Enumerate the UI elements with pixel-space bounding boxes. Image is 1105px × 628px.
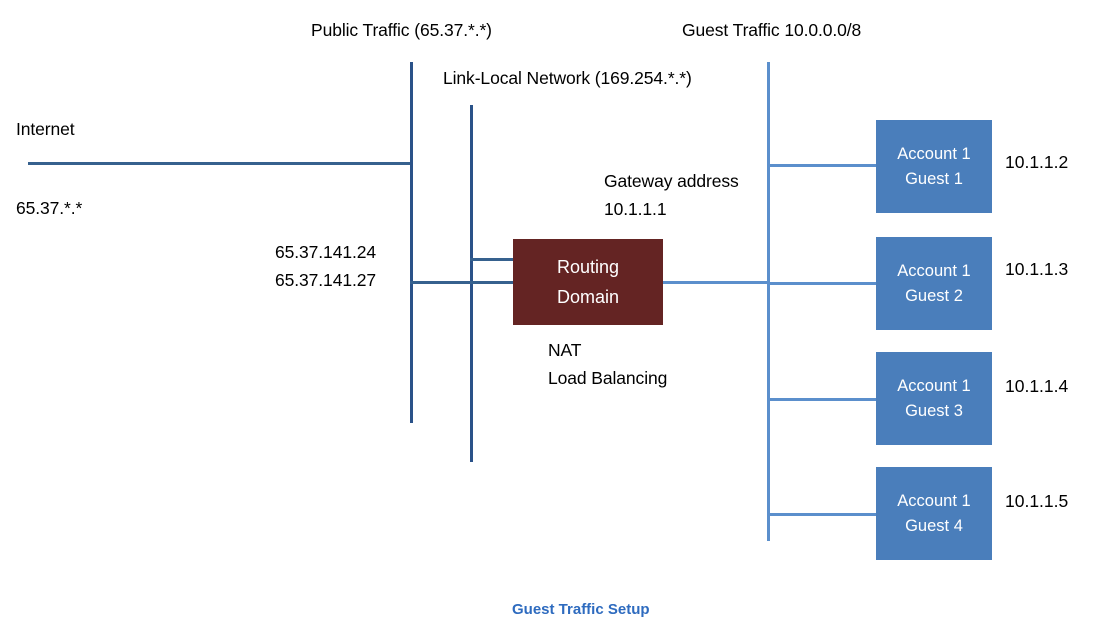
gateway-address-label: Gateway address bbox=[604, 171, 739, 191]
routing-domain-box[interactable]: Routing Domain bbox=[513, 239, 663, 325]
guest-name-label-2: Guest 2 bbox=[905, 286, 963, 305]
routing-to-guest-bus-line bbox=[662, 281, 770, 284]
public-traffic-to-routing-line bbox=[410, 281, 515, 284]
guest-name-label-1: Guest 1 bbox=[905, 169, 963, 188]
guest-box-2[interactable]: Account 1 Guest 2 bbox=[876, 237, 992, 330]
public-ip-24-label: 65.37.141.24 bbox=[275, 242, 376, 262]
guest-ip-label-2: 10.1.1.3 bbox=[1005, 259, 1069, 279]
guest-name-label-3: Guest 3 bbox=[905, 401, 963, 420]
guest-traffic-label: Guest Traffic 10.0.0.0/8 bbox=[682, 20, 862, 40]
internet-subnet-label: 65.37.*.* bbox=[16, 198, 83, 218]
guest-ip-label-3: 10.1.1.4 bbox=[1005, 376, 1069, 396]
link-local-to-routing-line bbox=[470, 258, 515, 261]
load-balancing-label: Load Balancing bbox=[548, 368, 668, 388]
guest-box-4[interactable]: Account 1 Guest 4 bbox=[876, 467, 992, 560]
public-traffic-bus-line bbox=[410, 62, 413, 423]
guest-box-3[interactable]: Account 1 Guest 3 bbox=[876, 352, 992, 445]
guest-name-label-4: Guest 4 bbox=[905, 516, 963, 535]
guest-ip-label-4: 10.1.1.5 bbox=[1005, 491, 1069, 511]
gateway-ip-label: 10.1.1.1 bbox=[604, 199, 667, 219]
guest-connector-line-3 bbox=[767, 398, 879, 401]
routing-domain-line1: Routing bbox=[556, 257, 620, 277]
guest-connector-line-4 bbox=[767, 513, 879, 516]
public-ip-27-label: 65.37.141.27 bbox=[275, 270, 376, 290]
guest-connector-line-1 bbox=[767, 164, 879, 167]
guest-ip-label-1: 10.1.1.2 bbox=[1005, 152, 1069, 172]
guest-account-label-1: Account 1 bbox=[897, 144, 971, 163]
public-traffic-label: Public Traffic (65.37.*.*) bbox=[311, 20, 492, 40]
guest-connector-line-2 bbox=[767, 282, 879, 285]
guest-traffic-bus-line bbox=[767, 62, 770, 541]
nat-label: NAT bbox=[548, 340, 582, 360]
guest-box-1[interactable]: Account 1 Guest 1 bbox=[876, 120, 992, 213]
diagram-caption: Guest Traffic Setup bbox=[512, 601, 650, 618]
internet-label: Internet bbox=[16, 119, 75, 139]
internet-trunk-line bbox=[28, 162, 412, 165]
guest-account-label-3: Account 1 bbox=[897, 376, 971, 395]
routing-domain-line2: Domain bbox=[556, 287, 620, 307]
guest-account-label-2: Account 1 bbox=[897, 261, 971, 280]
link-local-network-label: Link-Local Network (169.254.*.*) bbox=[443, 68, 692, 88]
guest-account-label-4: Account 1 bbox=[897, 491, 971, 510]
